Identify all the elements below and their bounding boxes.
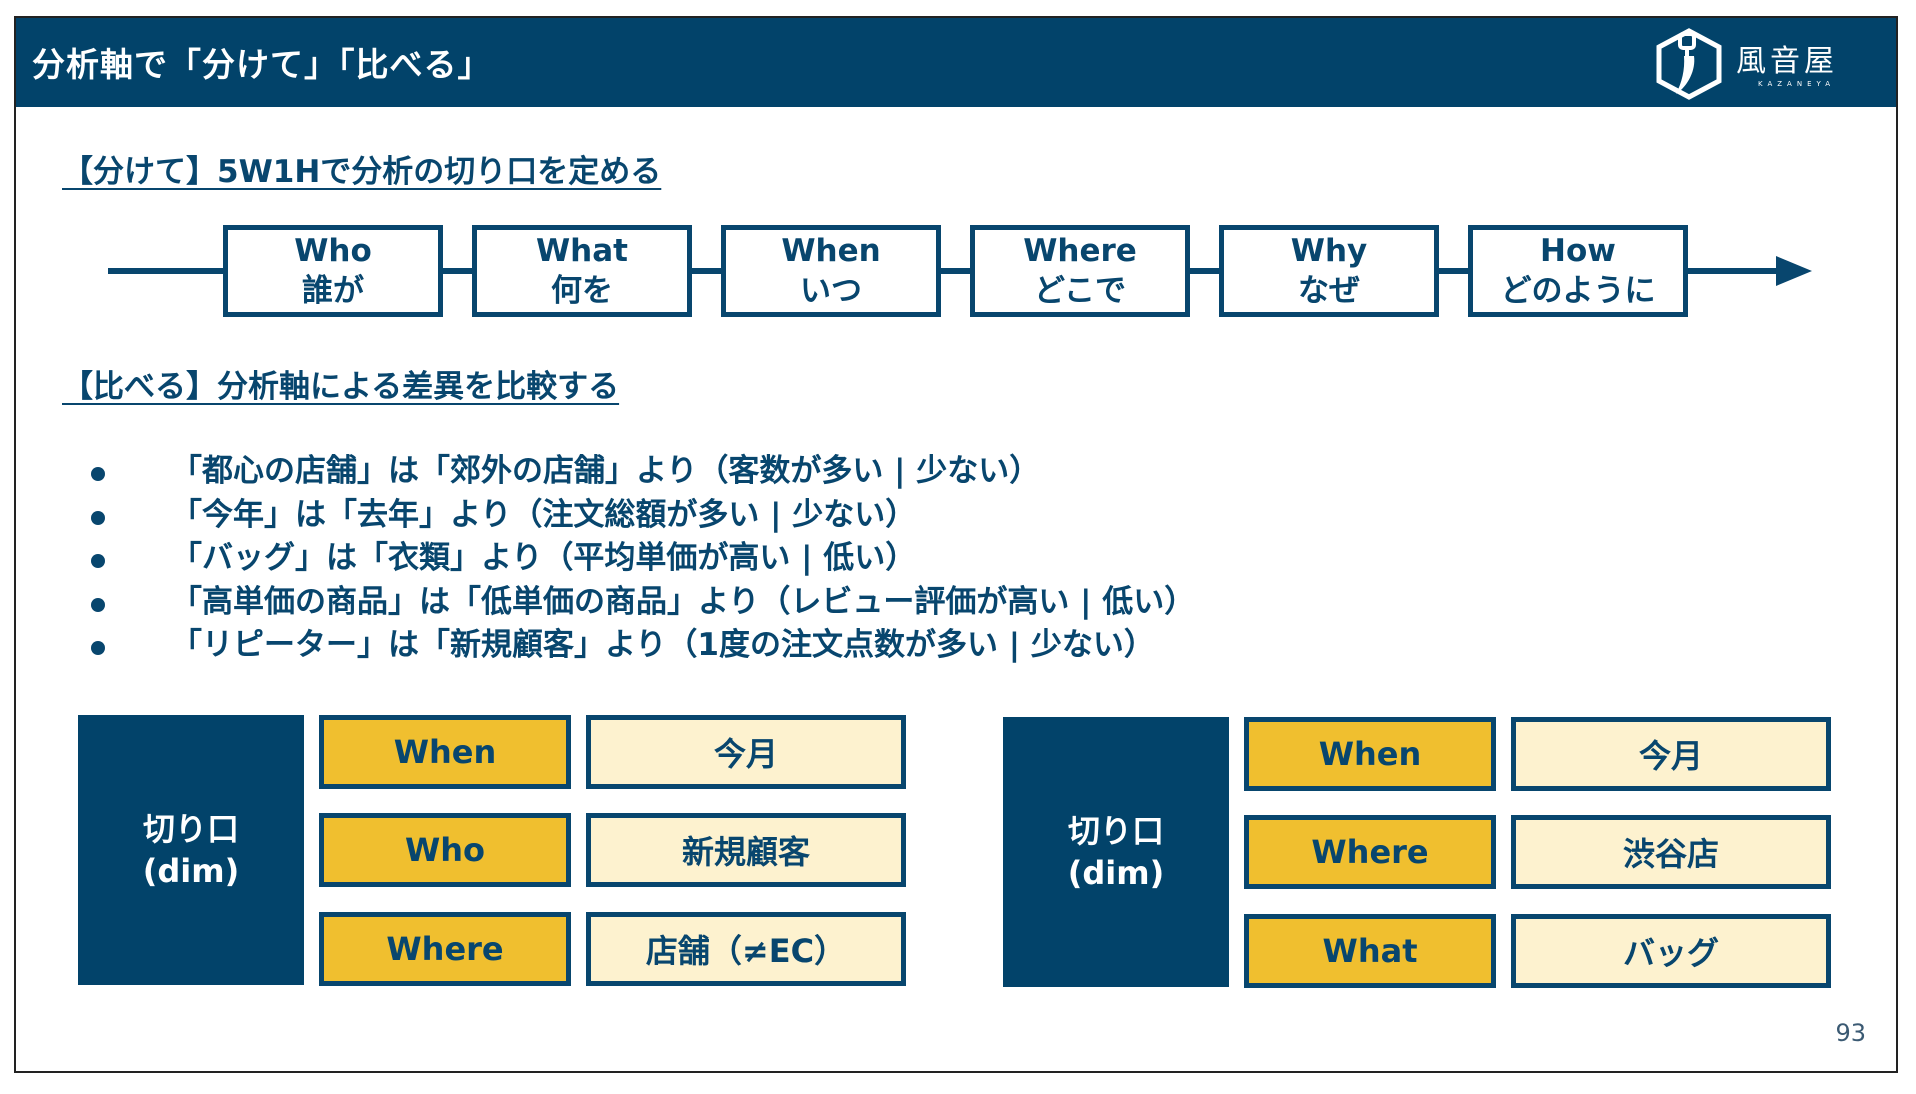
list-item-text: 「今年」は「去年」より（注文総額が多い | 少ない）: [171, 496, 917, 533]
list-item: 「リピーター」は「新規顧客」より（1度の注文点数が多い | 少ない）: [76, 624, 1195, 668]
list-item: 「今年」は「去年」より（注文総額が多い | 少ない）: [76, 494, 1195, 538]
dimension-label-sub: (dim): [1067, 854, 1165, 892]
page-number: 93: [1835, 1019, 1866, 1047]
flow-box-en: Why: [1290, 233, 1368, 269]
dimension-key-cell: When: [1244, 717, 1496, 791]
dimension-key-cell: When: [319, 715, 571, 789]
dimension-label-sub: (dim): [142, 852, 240, 890]
slide-title: 分析軸で「分けて」「比べる」: [32, 45, 492, 84]
bullet-icon: [91, 641, 105, 655]
list-item-text: 「リピーター」は「新規顧客」より（1度の注文点数が多い | 少ない）: [171, 627, 1155, 663]
flow-box-when: When いつ: [721, 225, 941, 317]
flow-box-ja: どのように: [1500, 273, 1656, 309]
dimension-value-cell: 今月: [1511, 717, 1831, 791]
flow-box-where: Where どこで: [970, 225, 1190, 317]
flow-box-en: What: [535, 233, 628, 269]
flow-box-en: Where: [1023, 233, 1137, 269]
logo-subtitle: KAZANEYA: [1758, 80, 1836, 88]
flow-connector-line: [108, 268, 1788, 274]
kazaneya-logo: 風音屋 KAZANEYA: [1654, 24, 1844, 102]
arrow-right-icon: [1776, 256, 1812, 286]
slide: 分析軸で「分けて」「比べる」 風音屋 KAZANEYA 【分けて】5W1Hで分析…: [14, 16, 1898, 1073]
dimension-value-cell: バッグ: [1511, 914, 1831, 988]
list-item-text: 「高単価の商品」は「低単価の商品」より（レビュー評価が高い | 低い）: [171, 583, 1196, 620]
list-item: 「高単価の商品」は「低単価の商品」より（レビュー評価が高い | 低い）: [76, 581, 1195, 625]
dimension-value-cell: 店舗（≠EC）: [586, 912, 906, 986]
logo-name: 風音屋: [1736, 44, 1838, 79]
comparison-list: 「都心の店舗」は「郊外の店舗」より（客数が多い | 少ない） 「今年」は「去年」…: [76, 450, 1195, 668]
section-heading-compare: 【比べる】分析軸による差異を比較する: [62, 369, 620, 405]
slide-header: 分析軸で「分けて」「比べる」 風音屋 KAZANEYA: [16, 18, 1896, 107]
bullet-icon: [91, 597, 105, 612]
dimension-label: 切り口: [142, 810, 239, 848]
dimension-label-block: 切り口 (dim): [1003, 717, 1229, 987]
list-item: 「都心の店舗」は「郊外の店舗」より（客数が多い | 少ない）: [76, 450, 1195, 494]
list-item-text: 「都心の店舗」は「郊外の店舗」より（客数が多い | 少ない）: [171, 453, 1041, 489]
dimension-label-block: 切り口 (dim): [78, 715, 304, 985]
dimension-key-cell: Who: [319, 813, 571, 887]
flow-box-ja: いつ: [800, 273, 862, 309]
list-item: 「バッグ」は「衣類」より（平均単価が高い | 低い）: [76, 537, 1195, 581]
flow-box-what: What 何を: [472, 225, 692, 317]
dimension-label: 切り口: [1067, 812, 1164, 850]
dimension-key-cell: Where: [319, 912, 571, 986]
bullet-icon: [91, 510, 105, 525]
dimension-key-cell: What: [1244, 914, 1496, 988]
section-heading-split: 【分けて】5W1Hで分析の切り口を定める: [62, 154, 662, 190]
dimension-key-cell: Where: [1244, 815, 1496, 889]
wind-chime-hexagon-icon: [1656, 28, 1722, 100]
dimension-value-cell: 渋谷店: [1511, 815, 1831, 889]
flow-box-who: Who 誰が: [223, 225, 443, 317]
flow-box-ja: 何を: [551, 273, 613, 309]
flow-box-en: When: [781, 233, 881, 269]
flow-box-ja: 誰が: [302, 273, 364, 309]
flow-box-ja: なぜ: [1298, 273, 1360, 309]
bullet-icon: [91, 467, 105, 481]
dimension-value-cell: 今月: [586, 715, 906, 789]
flow-box-ja: どこで: [1033, 273, 1127, 309]
list-item-text: 「バッグ」は「衣類」より（平均単価が高い | 低い）: [171, 540, 917, 576]
dimension-value-cell: 新規顧客: [586, 813, 906, 887]
flow-box-en: How: [1540, 233, 1616, 269]
flow-box-how: How どのように: [1468, 225, 1688, 317]
flow-box-why: Why なぜ: [1219, 225, 1439, 317]
flow-box-en: Who: [294, 233, 372, 269]
bullet-icon: [91, 554, 105, 568]
